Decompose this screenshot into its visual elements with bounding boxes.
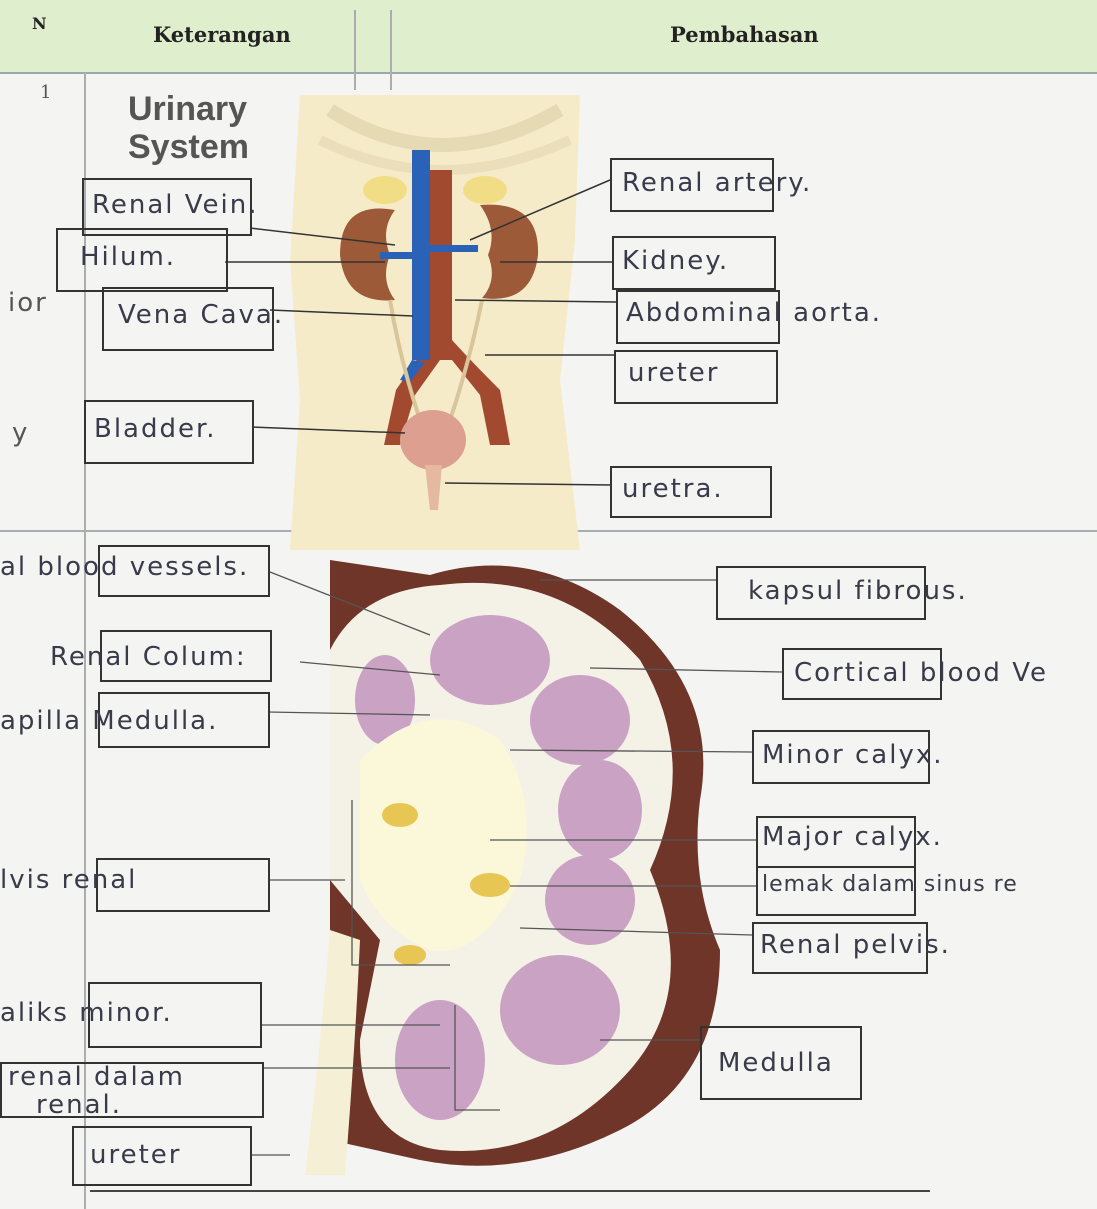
label-kidney: Kidney. xyxy=(622,246,729,276)
label-ureter-2: ureter xyxy=(90,1140,181,1170)
label-renal: renal. xyxy=(36,1090,122,1120)
label-renal-colum: Renal Colum: xyxy=(50,642,247,672)
label-medulla: Medulla xyxy=(718,1048,834,1078)
label-kaliks-minor: aliks minor. xyxy=(0,998,173,1028)
label-vena-cava: Vena Cava. xyxy=(118,300,284,330)
label-renal-vein: Renal Vein. xyxy=(92,190,259,220)
label-renal-dalam: renal dalam xyxy=(8,1062,185,1092)
title-line-1: Urinary xyxy=(128,90,249,128)
label-ureter-1: ureter xyxy=(628,358,719,388)
label-papilla-medulla: apilla Medulla. xyxy=(0,706,218,736)
title-line-2: System xyxy=(128,128,249,166)
label-lemak: lemak dalam sinus re xyxy=(762,872,1018,897)
margin-text: y xyxy=(12,418,29,448)
label-cortical-blood: Cortical blood Ve xyxy=(794,658,1048,688)
label-renal-pelvis: Renal pelvis. xyxy=(760,930,951,960)
label-minor-calyx: Minor calyx. xyxy=(762,740,944,770)
label-pelvis-renal: lvis renal xyxy=(0,865,137,895)
label-bladder: Bladder. xyxy=(94,414,217,444)
diagram-title: Urinary System xyxy=(128,90,249,166)
label-hilum: Hilum. xyxy=(80,242,176,272)
label-abdominal-aorta: Abdominal aorta. xyxy=(626,298,882,328)
label-kapsul-fibrous: kapsul fibrous. xyxy=(748,576,968,606)
label-renal-artery: Renal artery. xyxy=(622,168,812,198)
label-uretra: uretra. xyxy=(622,474,724,504)
margin-text: ior xyxy=(8,288,48,318)
label-blood-vessels: al blood vessels. xyxy=(0,552,249,582)
label-major-calyx: Major calyx. xyxy=(762,822,943,852)
